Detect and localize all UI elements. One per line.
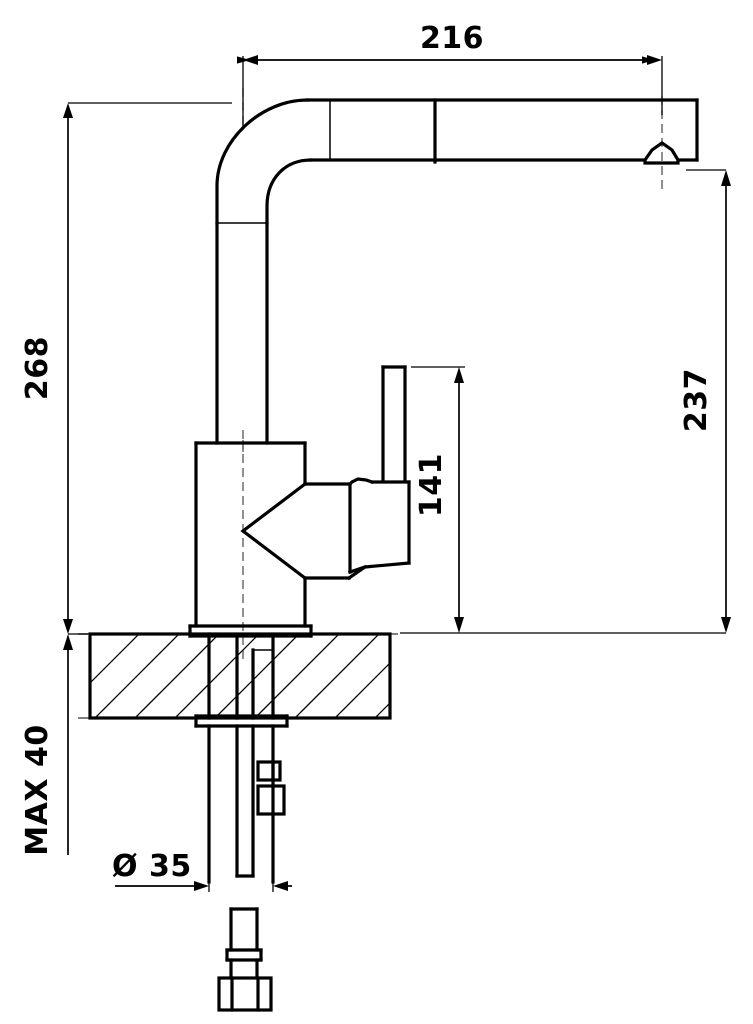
dimension-diameter-35-label: Ø 35 — [112, 849, 192, 884]
dimension-diameter-35: Ø 35 — [112, 820, 292, 892]
dimension-141: 141 — [411, 366, 465, 633]
hose-connector-fitting — [217, 907, 273, 1012]
dimension-216-label: 216 — [420, 21, 484, 56]
vertical-spout-riser — [215, 221, 269, 445]
fixing-nut — [256, 760, 286, 816]
dimension-268-label: 268 — [20, 336, 55, 400]
lever-mount-collar — [303, 477, 411, 581]
lever-handle — [381, 365, 407, 483]
hatching — [90, 634, 390, 718]
dimension-max-40: MAX 40 — [20, 634, 73, 856]
dimension-237-label: 237 — [679, 368, 714, 432]
centerlines — [78, 88, 663, 719]
valve-body-column — [188, 441, 313, 638]
threaded-shank — [194, 632, 289, 884]
pull-out-spray-head — [329, 98, 437, 164]
dimension-268: 268 — [20, 102, 232, 635]
dimension-216: 216 — [237, 21, 663, 128]
dimension-max-40-label: MAX 40 — [20, 724, 55, 855]
spout-arm — [305, 98, 699, 165]
spout-curved-bend — [215, 98, 312, 225]
countertop-cross-section — [88, 632, 392, 720]
dimension-237: 237 — [400, 169, 731, 634]
dimension-141-label: 141 — [414, 453, 449, 517]
